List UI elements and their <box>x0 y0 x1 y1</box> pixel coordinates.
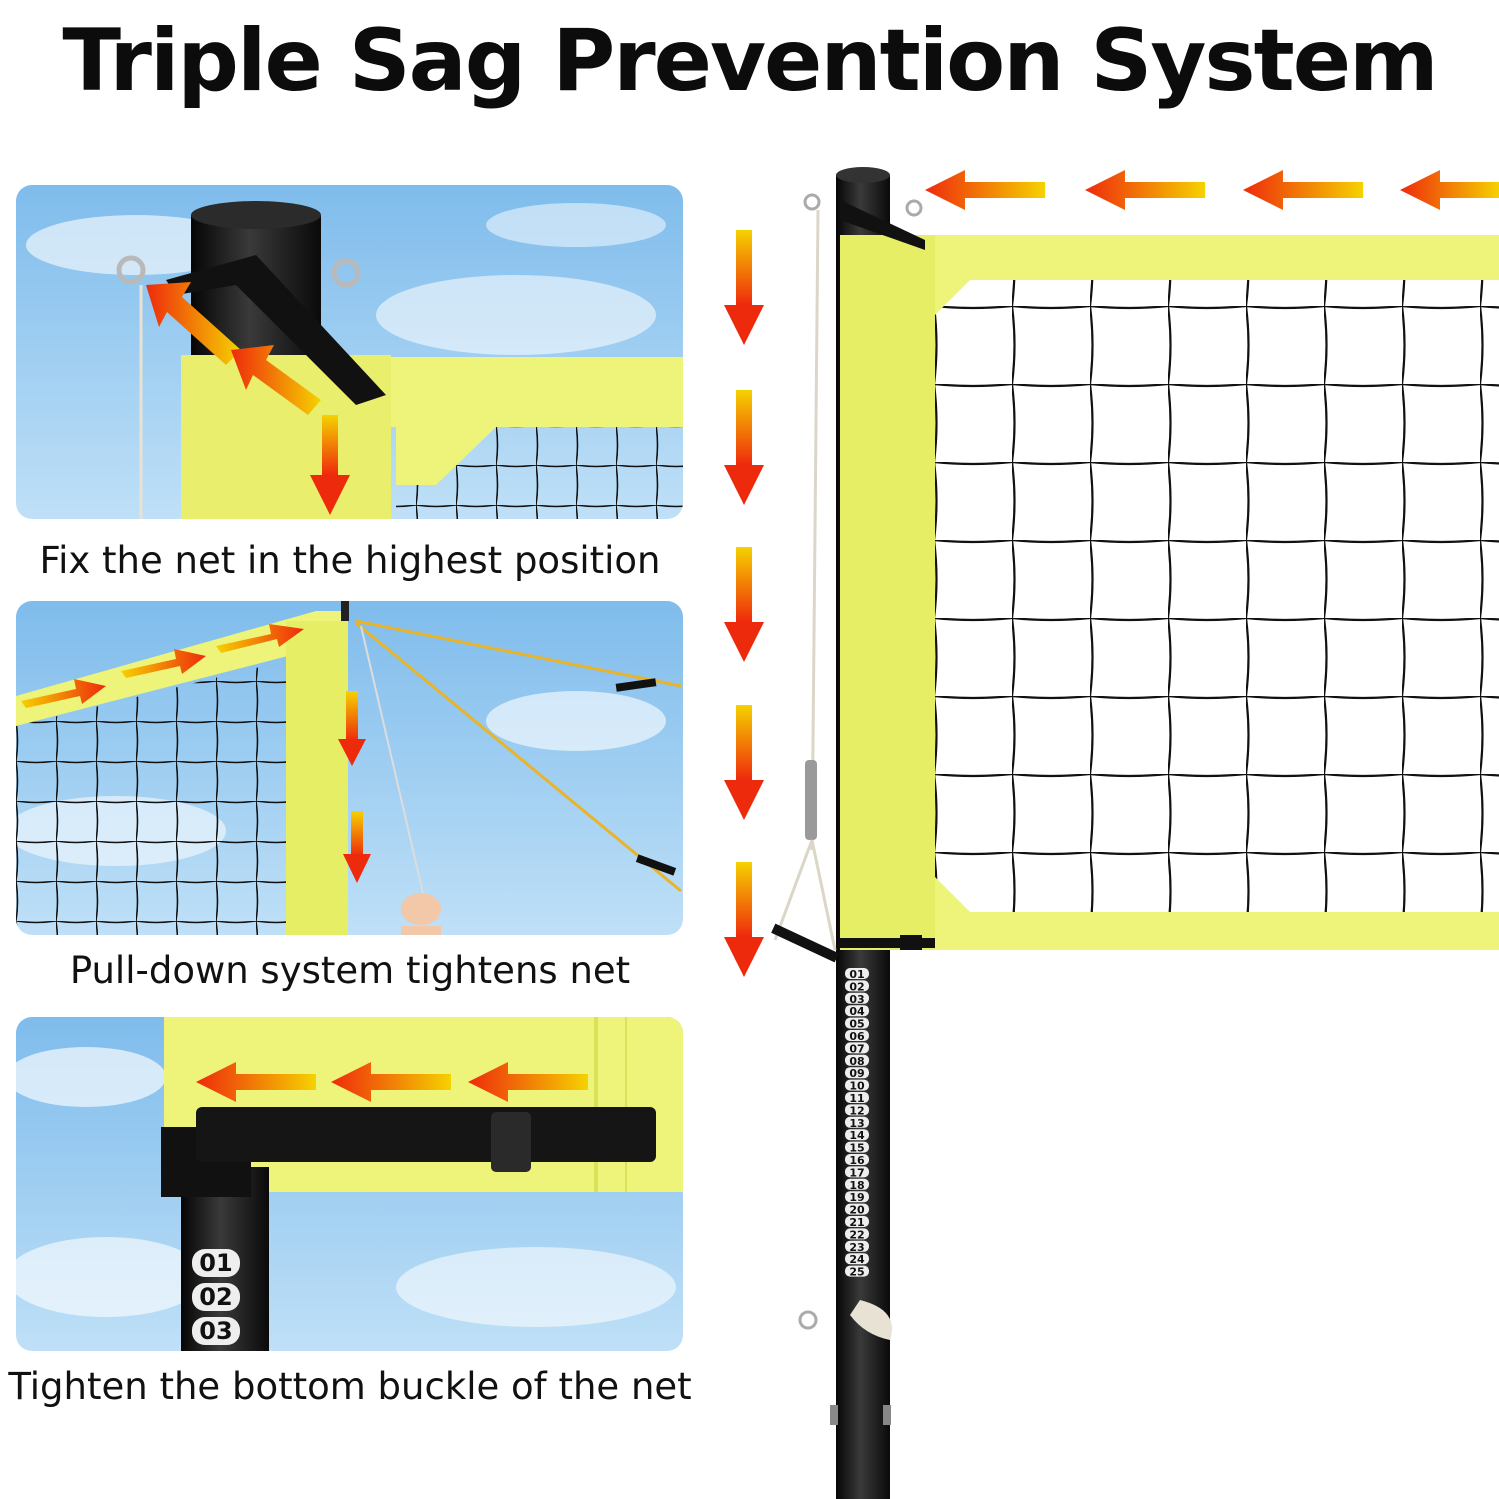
arrow-down-icon <box>338 691 366 766</box>
arrow-right-icon <box>21 679 106 708</box>
pole-number: 23 <box>849 1241 864 1254</box>
pole-number-labels: 01 02 03 <box>192 1249 240 1345</box>
pole-number: 01 <box>199 1249 232 1277</box>
arrow-up-left-icon <box>231 345 321 415</box>
net-top-band <box>366 357 683 427</box>
arrow-down-icon <box>724 230 764 345</box>
pole-number: 02 <box>849 980 864 993</box>
pole-number-pill <box>845 1054 869 1066</box>
pole-number: 02 <box>199 1283 232 1311</box>
pole-number-pill <box>845 1154 869 1165</box>
pole-number: 08 <box>849 1055 864 1068</box>
net-mesh <box>16 656 306 935</box>
pole-number-pill <box>845 1191 869 1203</box>
arrow-left-icon <box>1085 170 1205 210</box>
panel-pull-down <box>16 601 683 935</box>
pole-number-pill <box>845 1079 869 1091</box>
panel-bottom-buckle: 01 02 03 <box>16 1017 683 1351</box>
pole-number: 14 <box>849 1129 865 1142</box>
pole-number-pill <box>845 1017 869 1029</box>
pole-number-pill <box>845 1067 869 1079</box>
arrow-right-icon <box>216 624 304 653</box>
pole-number: 15 <box>849 1142 864 1155</box>
pole-number: 12 <box>849 1104 864 1117</box>
pole-number-pill <box>845 1104 869 1116</box>
pole-number-pill <box>845 992 869 1004</box>
pole-number: 19 <box>849 1191 864 1204</box>
caption-panel-3: Tighten the bottom buckle of the net <box>8 1365 692 1408</box>
pole-number-pill <box>845 1253 869 1265</box>
pole-number: 11 <box>849 1092 864 1105</box>
arrow-right-icon <box>121 649 206 678</box>
pole-number: 05 <box>849 1018 864 1031</box>
pole-number-pill <box>845 1216 869 1227</box>
arrow-left-icon <box>468 1062 588 1102</box>
pole-number-pill <box>845 1030 869 1041</box>
pole-number: 01 <box>849 968 864 981</box>
pole-number: 03 <box>199 1317 232 1345</box>
pole-number-labels: 0102030405060708091011121314151617181920… <box>845 968 869 1279</box>
pole-number: 09 <box>849 1067 864 1080</box>
pole-number-pill <box>845 968 869 979</box>
eye-hook <box>803 193 821 211</box>
pole-number-pill <box>845 980 869 992</box>
pole-number-pill <box>845 1228 869 1240</box>
eye-hook <box>116 255 146 285</box>
pole-number-pill <box>845 1042 869 1054</box>
pole-number: 18 <box>849 1179 864 1192</box>
arrow-down-icon <box>724 547 764 662</box>
pole-number: 10 <box>849 1080 865 1093</box>
pole-number-pill <box>845 1265 869 1277</box>
pole-number-pill <box>845 1141 869 1153</box>
pole-number-pill <box>845 1116 869 1128</box>
net-sleeve <box>840 235 935 950</box>
pole-number-pill <box>845 1092 869 1103</box>
net-mesh <box>935 280 1499 912</box>
pole-number: 20 <box>849 1204 865 1217</box>
arrow-left-icon <box>1400 170 1499 210</box>
pole-number: 13 <box>849 1117 864 1130</box>
pole-number-pill <box>845 1129 869 1141</box>
hand <box>401 893 441 925</box>
panel-fix-net-highest <box>16 185 683 519</box>
pole-number: 21 <box>849 1216 864 1229</box>
pole-number-pill <box>845 1203 869 1215</box>
strap <box>166 255 386 405</box>
arrow-left-icon <box>1243 170 1363 210</box>
arrow-left-icon <box>925 170 1045 210</box>
pole-number-pill <box>845 1240 869 1252</box>
rope <box>810 209 820 851</box>
pull-handle <box>771 923 839 963</box>
page-title: Triple Sag Prevention System <box>62 11 1438 111</box>
pole-number-pill <box>845 1178 869 1190</box>
arrow-up-left-icon <box>146 282 241 365</box>
guy-rope <box>355 619 682 688</box>
pole-number: 03 <box>849 993 864 1006</box>
pole-number: 25 <box>849 1266 864 1279</box>
caption-panel-2: Pull-down system tightens net <box>69 949 631 992</box>
arrow-down-icon <box>724 862 764 977</box>
arrow-down-icon <box>724 705 764 820</box>
pole-number: 16 <box>849 1154 865 1167</box>
arrow-down-icon <box>343 811 371 883</box>
pole-number-pill <box>845 1166 869 1178</box>
pole-number: 22 <box>849 1228 864 1241</box>
caption-panel-1: Fix the net in the highest position <box>39 539 661 582</box>
arrow-down-icon <box>310 415 350 515</box>
pole-number: 07 <box>849 1042 864 1055</box>
arrow-down-icon <box>724 390 764 505</box>
pole-number: 06 <box>849 1030 865 1043</box>
pole-number-pill <box>845 1005 869 1017</box>
arrow-left-icon <box>331 1062 451 1102</box>
arrow-left-icon <box>196 1062 316 1102</box>
strap <box>840 200 925 250</box>
pole-number: 04 <box>849 1005 865 1018</box>
pole-number: 24 <box>849 1253 865 1266</box>
buckle <box>491 1112 531 1172</box>
pole-number: 17 <box>849 1166 864 1179</box>
net-sleeve <box>286 621 348 935</box>
main-net-illustration: 0102030405060708091011121314151617181920… <box>724 167 1499 1499</box>
